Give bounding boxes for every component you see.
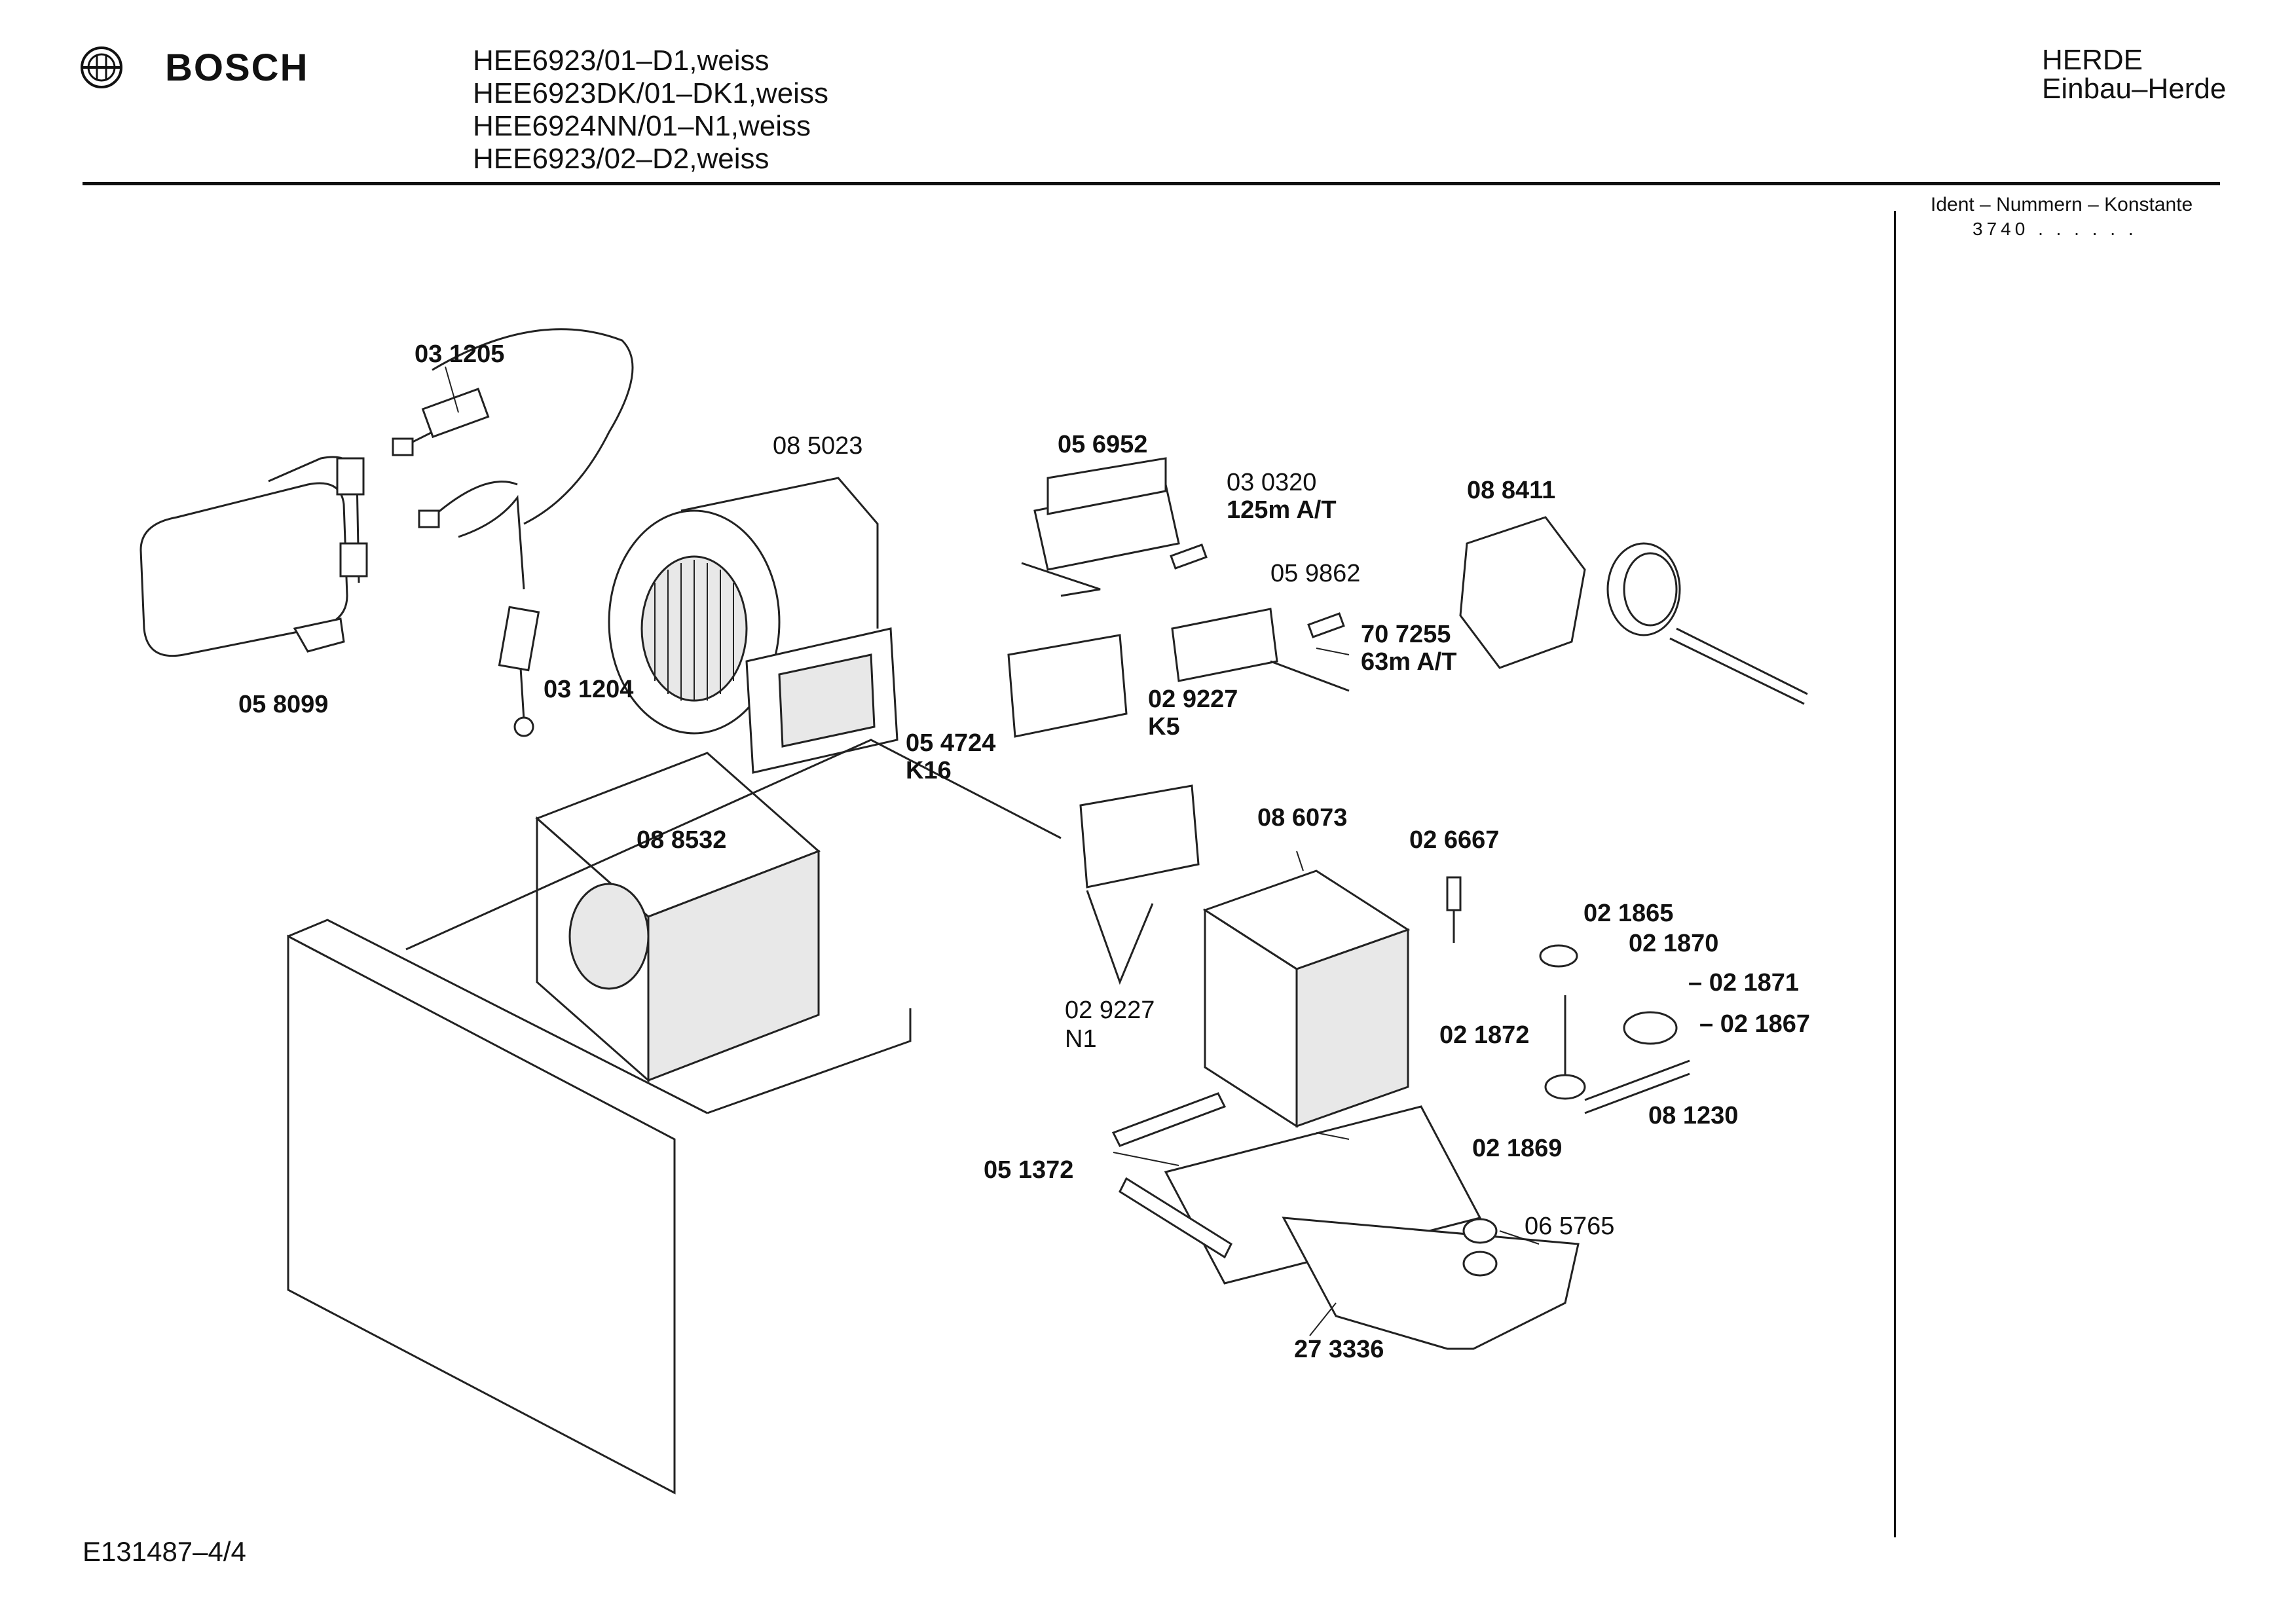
model-line: HEE6923/02–D2,weiss <box>473 143 769 175</box>
relay <box>1007 634 1128 738</box>
fuse-wire-assembly <box>392 328 634 737</box>
thermostat <box>1459 516 1808 705</box>
model-line: HEE6924NN/01–N1,weiss <box>473 110 811 142</box>
part-label: 03 1205 <box>415 340 505 368</box>
relay <box>1079 784 1200 888</box>
part-label: 63m A/T <box>1361 648 1457 676</box>
part-label: 02 1865 <box>1583 900 1674 927</box>
stirrer-assembly <box>1446 876 1690 1114</box>
part-label: 02 1872 <box>1439 1021 1530 1049</box>
part-label: – 02 1871 <box>1688 969 1800 997</box>
blower-fan <box>608 477 898 774</box>
part-label: 05 6952 <box>1058 431 1148 458</box>
part-label: 02 9227 <box>1148 686 1238 713</box>
part-label: 08 5023 <box>773 432 863 460</box>
part-label: 08 8411 <box>1467 477 1556 504</box>
category-block: HERDE Einbau–Herde <box>2042 46 2226 103</box>
ident-value: 3740 . . . . . . <box>1972 219 2138 239</box>
model-line: HEE6923DK/01–DK1,weiss <box>473 77 828 109</box>
drawing-code: E131487–4/4 <box>83 1536 246 1567</box>
fuse <box>1307 612 1345 638</box>
part-label: 03 1204 <box>544 676 634 703</box>
part-label: 08 1230 <box>1648 1102 1739 1129</box>
model-list: HEE6923/01–D1,weiss HEE6923DK/01–DK1,wei… <box>473 45 828 175</box>
fuse <box>1170 543 1208 570</box>
category: HERDE <box>2042 44 2143 76</box>
magnetron <box>1202 870 1411 1128</box>
insulation-strip <box>1111 1092 1227 1147</box>
insulation-strip <box>1119 1177 1232 1259</box>
bosch-armature-icon <box>81 46 122 88</box>
header-rule <box>83 182 2220 185</box>
part-label: N1 <box>1065 1025 1097 1053</box>
part-label: 70 7255 <box>1361 621 1451 648</box>
part-label: K16 <box>906 757 952 784</box>
part-label: 02 1869 <box>1472 1135 1563 1162</box>
part-label: 02 6667 <box>1409 826 1500 854</box>
ident-label: Ident – Nummern – Konstante <box>1931 194 2193 215</box>
part-label: 08 6073 <box>1257 804 1348 832</box>
brand-name: BOSCH <box>165 46 309 89</box>
part-label: 06 5765 <box>1525 1213 1615 1240</box>
part-label: 02 9227 <box>1065 997 1155 1024</box>
hv-transformer <box>535 752 821 1083</box>
part-label: 03 0320 <box>1227 469 1317 496</box>
waveguide-plate <box>1164 1105 1580 1350</box>
brand-logo: BOSCH <box>79 45 308 90</box>
part-label: 125m A/T <box>1227 496 1337 524</box>
filter-block <box>1171 608 1278 682</box>
part-label: 05 4724 <box>906 729 996 757</box>
cabinet-housing <box>287 739 1062 1495</box>
sidebar-divider <box>1894 211 1896 1537</box>
part-label: 05 9862 <box>1270 560 1361 587</box>
part-label: 05 1372 <box>984 1156 1074 1184</box>
part-label: 08 8532 <box>637 826 727 854</box>
capacitor <box>139 456 368 657</box>
part-label: 27 3336 <box>1294 1336 1384 1363</box>
part-label: 05 8099 <box>238 691 329 718</box>
part-label: 02 1870 <box>1629 930 1719 957</box>
subcategory: Einbau–Herde <box>2042 73 2227 105</box>
exploded-diagram <box>139 328 1808 1495</box>
part-label: – 02 1867 <box>1699 1010 1811 1038</box>
part-label: K5 <box>1148 713 1180 741</box>
small-transformer <box>1021 457 1180 597</box>
model-line: HEE6923/01–D1,weiss <box>473 45 769 77</box>
